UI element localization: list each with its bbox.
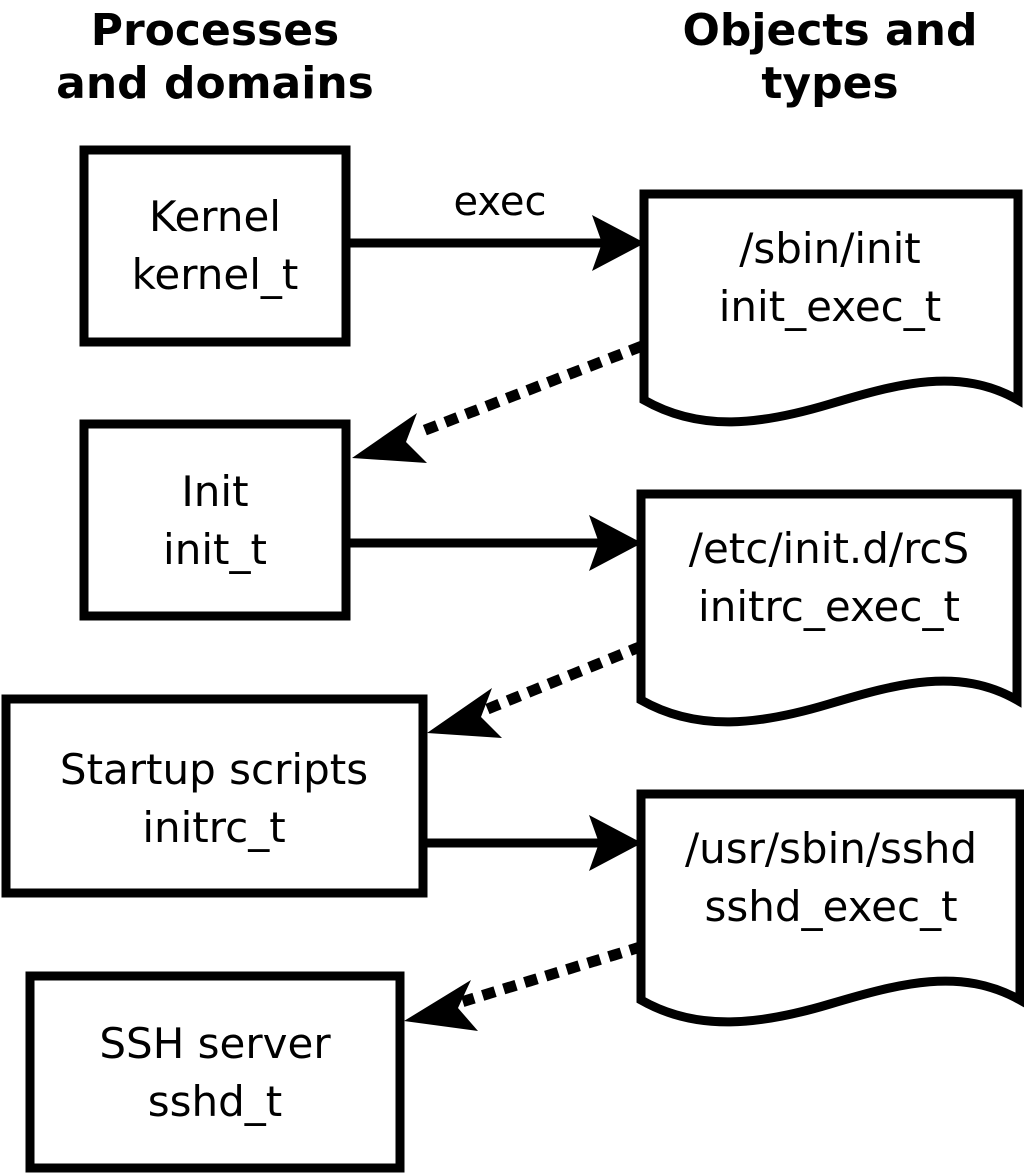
edge-kernel-exec-init_exec: exec xyxy=(350,179,645,271)
edge-sshd_exec-transition-sshd xyxy=(404,941,644,1031)
process-node-sshd[interactable]: SSH server sshd_t xyxy=(25,971,405,1173)
object-node-initrc_exec[interactable]: /etc/init.d/rcS initrc_exec_t xyxy=(636,489,1022,727)
object-node-init_exec-document-shape[interactable] xyxy=(639,189,1023,427)
edge-line xyxy=(461,941,644,1007)
process-node-initrc[interactable]: Startup scripts initrc_t xyxy=(1,694,428,898)
object-node-sshd_exec[interactable]: /usr/sbin/sshd sshd_exec_t xyxy=(636,789,1024,1027)
arrowhead-icon xyxy=(427,688,502,738)
process-node-init[interactable]: Init init_t xyxy=(79,419,351,621)
edge-initrc_exec-transition-initrc xyxy=(427,640,645,738)
process-node-init-box[interactable] xyxy=(79,419,351,621)
object-node-sshd_exec-document-shape[interactable] xyxy=(636,789,1024,1027)
column-header-processes-line1: Processes xyxy=(91,5,340,56)
object-node-init_exec[interactable]: /sbin/init init_exec_t xyxy=(639,189,1023,427)
process-node-sshd-box[interactable] xyxy=(25,971,405,1173)
process-node-initrc-type: initrc_t xyxy=(142,803,285,852)
column-header-processes: Processes and domains xyxy=(56,5,374,109)
column-header-processes-line2: and domains xyxy=(56,58,374,109)
process-node-kernel-box[interactable] xyxy=(79,145,351,347)
process-node-init-type: init_t xyxy=(163,525,267,574)
process-node-initrc-box[interactable] xyxy=(1,694,428,898)
object-node-sshd_exec-type: sshd_exec_t xyxy=(704,882,957,931)
edge-initrc-exec-sshd_exec xyxy=(427,815,642,871)
object-node-initrc_exec-path: /etc/init.d/rcS xyxy=(689,524,969,573)
object-node-init_exec-type: init_exec_t xyxy=(719,282,942,331)
edge-label-exec: exec xyxy=(454,179,547,225)
arrowhead-icon xyxy=(592,215,645,271)
column-header-objects-line2: types xyxy=(761,58,898,109)
process-node-kernel[interactable]: Kernel kernel_t xyxy=(79,145,351,347)
process-node-kernel-type: kernel_t xyxy=(132,250,299,299)
column-header-objects-line1: Objects and xyxy=(683,5,978,56)
process-node-init-name: Init xyxy=(181,467,248,516)
object-node-init_exec-path: /sbin/init xyxy=(739,224,921,273)
arrowhead-icon xyxy=(404,980,478,1031)
edge-init-exec-initrc_exec xyxy=(350,515,642,571)
arrowhead-icon xyxy=(589,515,642,571)
edge-line xyxy=(407,340,645,442)
process-node-sshd-name: SSH server xyxy=(99,1019,331,1068)
edge-init_exec-transition-init xyxy=(352,340,645,463)
arrowhead-icon xyxy=(589,815,642,871)
column-header-objects: Objects and types xyxy=(683,5,978,109)
process-node-kernel-name: Kernel xyxy=(149,192,281,241)
process-node-sshd-type: sshd_t xyxy=(148,1077,283,1126)
object-node-initrc_exec-type: initrc_exec_t xyxy=(698,582,960,631)
edge-line xyxy=(482,640,645,716)
object-node-initrc_exec-document-shape[interactable] xyxy=(636,489,1022,727)
arrowhead-icon xyxy=(352,413,427,463)
process-node-initrc-name: Startup scripts xyxy=(60,745,368,794)
object-node-sshd_exec-path: /usr/sbin/sshd xyxy=(685,824,977,873)
